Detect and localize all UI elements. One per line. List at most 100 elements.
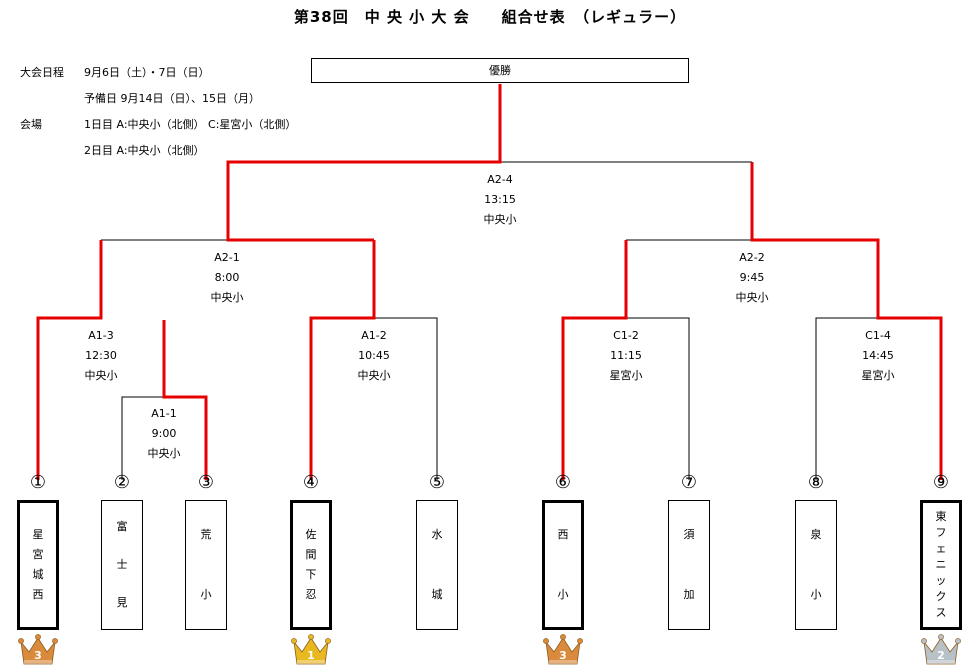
team-name: 荒小 bbox=[201, 528, 212, 602]
match-time: 14:45 bbox=[862, 349, 894, 362]
winner-path bbox=[309, 240, 376, 480]
match-quarter-1: A1-3 12:30 中央小 bbox=[51, 326, 151, 386]
crown-rank: 2 bbox=[937, 649, 945, 662]
match-semifinal-right: A2-2 9:45 中央小 bbox=[702, 248, 802, 308]
crown-rank: 1 bbox=[307, 649, 315, 662]
team-name: 須加 bbox=[684, 528, 695, 602]
match-id: A2-4 bbox=[487, 173, 513, 186]
match-id: C1-4 bbox=[865, 329, 891, 342]
match-time: 11:15 bbox=[610, 349, 642, 362]
team-name-char: ェ bbox=[935, 542, 947, 555]
match-id: A2-1 bbox=[214, 251, 240, 264]
winner-path bbox=[750, 162, 943, 480]
bronze-crown-icon: 3 bbox=[543, 634, 583, 665]
match-final: A2-4 13:15 中央小 bbox=[450, 170, 550, 230]
team-name-char: 富 bbox=[116, 520, 128, 533]
match-time: 10:45 bbox=[358, 349, 390, 362]
team-name-char: 泉 bbox=[810, 528, 822, 541]
match-place: 中央小 bbox=[483, 213, 517, 226]
winner-path bbox=[226, 84, 502, 242]
winner-path bbox=[162, 320, 208, 480]
team-name: 水城 bbox=[432, 528, 443, 602]
schedule-reserve: 予備日 9月14日（日）、15日（月） bbox=[84, 92, 260, 105]
venue-day1: 1日目 A:中央小（北側） C:星宮小（北側） bbox=[84, 118, 297, 131]
bracket-line bbox=[121, 396, 164, 480]
venue-day2: 2日目 A:中央小（北側） bbox=[84, 144, 205, 157]
team-name-char: 間 bbox=[305, 548, 317, 561]
team-name: 佐間下忍 bbox=[306, 528, 317, 602]
team-name-char: 士 bbox=[116, 558, 128, 571]
team-name: 富士見 bbox=[117, 520, 128, 610]
match-time: 9:00 bbox=[151, 427, 177, 440]
team-name-char: フ bbox=[935, 526, 947, 539]
page-title: 第38回 中 央 小 大 会 組合せ表 （レギュラー） bbox=[293, 8, 687, 26]
team-name-char: ス bbox=[935, 606, 947, 619]
seed-number: ② bbox=[113, 472, 131, 493]
team-name-char: 城 bbox=[431, 588, 443, 601]
match-id: A2-2 bbox=[739, 251, 765, 264]
match-first-round: A1-1 9:00 中央小 bbox=[114, 404, 214, 464]
schedule-label: 大会日程 bbox=[20, 66, 64, 79]
team-box: 水城 bbox=[416, 500, 458, 630]
team-name-char: 小 bbox=[810, 588, 822, 601]
gold-crown-icon: 1 bbox=[291, 634, 331, 665]
venue-label: 会場 bbox=[20, 118, 42, 131]
team-name-char: ッ bbox=[935, 574, 947, 587]
match-place: 中央小 bbox=[147, 447, 181, 460]
team-name: 西小 bbox=[558, 528, 569, 602]
match-quarter-3: C1-2 11:15 星宮小 bbox=[576, 326, 676, 386]
winner-path bbox=[561, 240, 628, 480]
match-time: 8:00 bbox=[214, 271, 240, 284]
team-name: 泉小 bbox=[811, 528, 822, 602]
team-box: 星宮城西 bbox=[17, 500, 59, 630]
seed-number: ④ bbox=[302, 472, 320, 493]
seed-number: ⑧ bbox=[807, 472, 825, 493]
bracket-line bbox=[815, 317, 878, 480]
match-semifinal-left: A2-1 8:00 中央小 bbox=[177, 248, 277, 308]
bronze-crown-icon: 3 bbox=[18, 634, 58, 665]
match-id: A1-2 bbox=[361, 329, 387, 342]
match-place: 星宮小 bbox=[609, 369, 643, 382]
team-name-char: 宮 bbox=[32, 548, 44, 561]
team-name-char: ニ bbox=[935, 558, 947, 571]
match-place: 中央小 bbox=[210, 291, 244, 304]
bracket-line bbox=[626, 317, 690, 480]
match-time: 12:30 bbox=[85, 349, 117, 362]
team-box: 西小 bbox=[542, 500, 584, 630]
schedule-dates: 9月6日（土）・7日（日） bbox=[84, 66, 210, 79]
seed-number: ⑨ bbox=[932, 472, 950, 493]
team-name-char: 加 bbox=[683, 588, 695, 601]
seed-number: ⑦ bbox=[680, 472, 698, 493]
team-name-char: 水 bbox=[431, 528, 443, 541]
team-name-char: 東 bbox=[935, 510, 947, 523]
team-name-char: 下 bbox=[305, 568, 317, 581]
match-place: 中央小 bbox=[735, 291, 769, 304]
team-name: 東フェニックス bbox=[936, 510, 947, 620]
crown-rank: 3 bbox=[559, 649, 567, 662]
match-place: 星宮小 bbox=[861, 369, 895, 382]
seed-number: ⑥ bbox=[554, 472, 572, 493]
team-name-char: 西 bbox=[32, 588, 44, 601]
match-place: 中央小 bbox=[357, 369, 391, 382]
seed-number: ③ bbox=[197, 472, 215, 493]
team-box: 泉小 bbox=[795, 500, 837, 630]
crown-rank: 3 bbox=[34, 649, 42, 662]
team-name-char: 小 bbox=[200, 588, 212, 601]
team-name-char: 星 bbox=[32, 528, 44, 541]
winner-path bbox=[36, 240, 103, 480]
match-time: 9:45 bbox=[739, 271, 765, 284]
team-name: 星宮城西 bbox=[33, 528, 44, 602]
team-name-char: 見 bbox=[116, 596, 128, 609]
match-id: C1-2 bbox=[613, 329, 639, 342]
team-name-char: 佐 bbox=[305, 528, 317, 541]
match-time: 13:15 bbox=[484, 193, 516, 206]
team-name-char: 須 bbox=[683, 528, 695, 541]
match-quarter-4: C1-4 14:45 星宮小 bbox=[828, 326, 928, 386]
match-place: 中央小 bbox=[84, 369, 118, 382]
seed-number: ① bbox=[29, 472, 47, 493]
team-name-char: 忍 bbox=[305, 588, 317, 601]
team-box: 須加 bbox=[668, 500, 710, 630]
silver-crown-icon: 2 bbox=[921, 634, 961, 665]
team-box: 佐間下忍 bbox=[290, 500, 332, 630]
match-id: A1-1 bbox=[151, 407, 177, 420]
